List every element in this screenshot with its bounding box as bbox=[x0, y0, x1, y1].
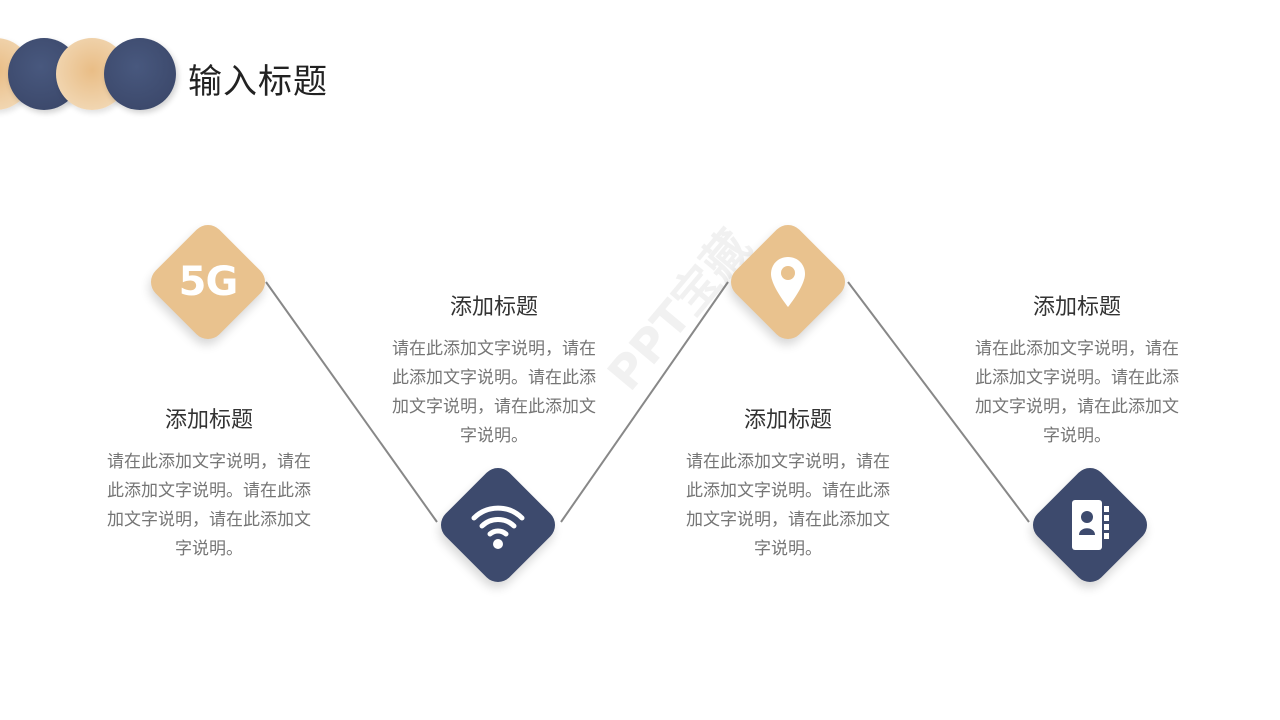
location-pin-icon bbox=[758, 252, 818, 312]
step-4-title: 添加标题 bbox=[1032, 295, 1121, 320]
header-circle-navy-2 bbox=[104, 38, 176, 110]
step-4-text-block: 添加标题 请在此添加文字说明，请在此添加文字说明。请在此添加文字说明，请在此添加… bbox=[962, 289, 1192, 451]
step-1-description: 请在此添加文字说明，请在此添加文字说明。请在此添加文字说明，请在此添加文字说明。 bbox=[107, 452, 311, 559]
step-3-text-block: 添加标题 请在此添加文字说明，请在此添加文字说明。请在此添加文字说明，请在此添加… bbox=[673, 402, 903, 564]
step-3-title: 添加标题 bbox=[743, 408, 832, 433]
step-2-title: 添加标题 bbox=[449, 295, 538, 320]
connector-line-3 bbox=[847, 281, 1030, 523]
step-2-text-block: 添加标题 请在此添加文字说明，请在此添加文字说明。请在此添加文字说明，请在此添加… bbox=[379, 289, 609, 451]
contact-book-icon bbox=[1060, 495, 1120, 555]
step-1-title: 添加标题 bbox=[164, 408, 253, 433]
step-3-description: 请在此添加文字说明，请在此添加文字说明。请在此添加文字说明，请在此添加文字说明。 bbox=[686, 452, 890, 559]
step-1-text-block: 添加标题 请在此添加文字说明，请在此添加文字说明。请在此添加文字说明，请在此添加… bbox=[94, 402, 324, 564]
connector-line-2 bbox=[560, 281, 729, 523]
5g-icon: 5G bbox=[178, 259, 239, 305]
step-4-description: 请在此添加文字说明，请在此添加文字说明。请在此添加文字说明，请在此添加文字说明。 bbox=[975, 339, 1179, 446]
step-2-description: 请在此添加文字说明，请在此添加文字说明。请在此添加文字说明，请在此添加文字说明。 bbox=[392, 339, 596, 446]
page-title: 输入标题 bbox=[188, 62, 328, 102]
connector-line-1 bbox=[265, 281, 438, 523]
wifi-icon bbox=[468, 495, 528, 555]
